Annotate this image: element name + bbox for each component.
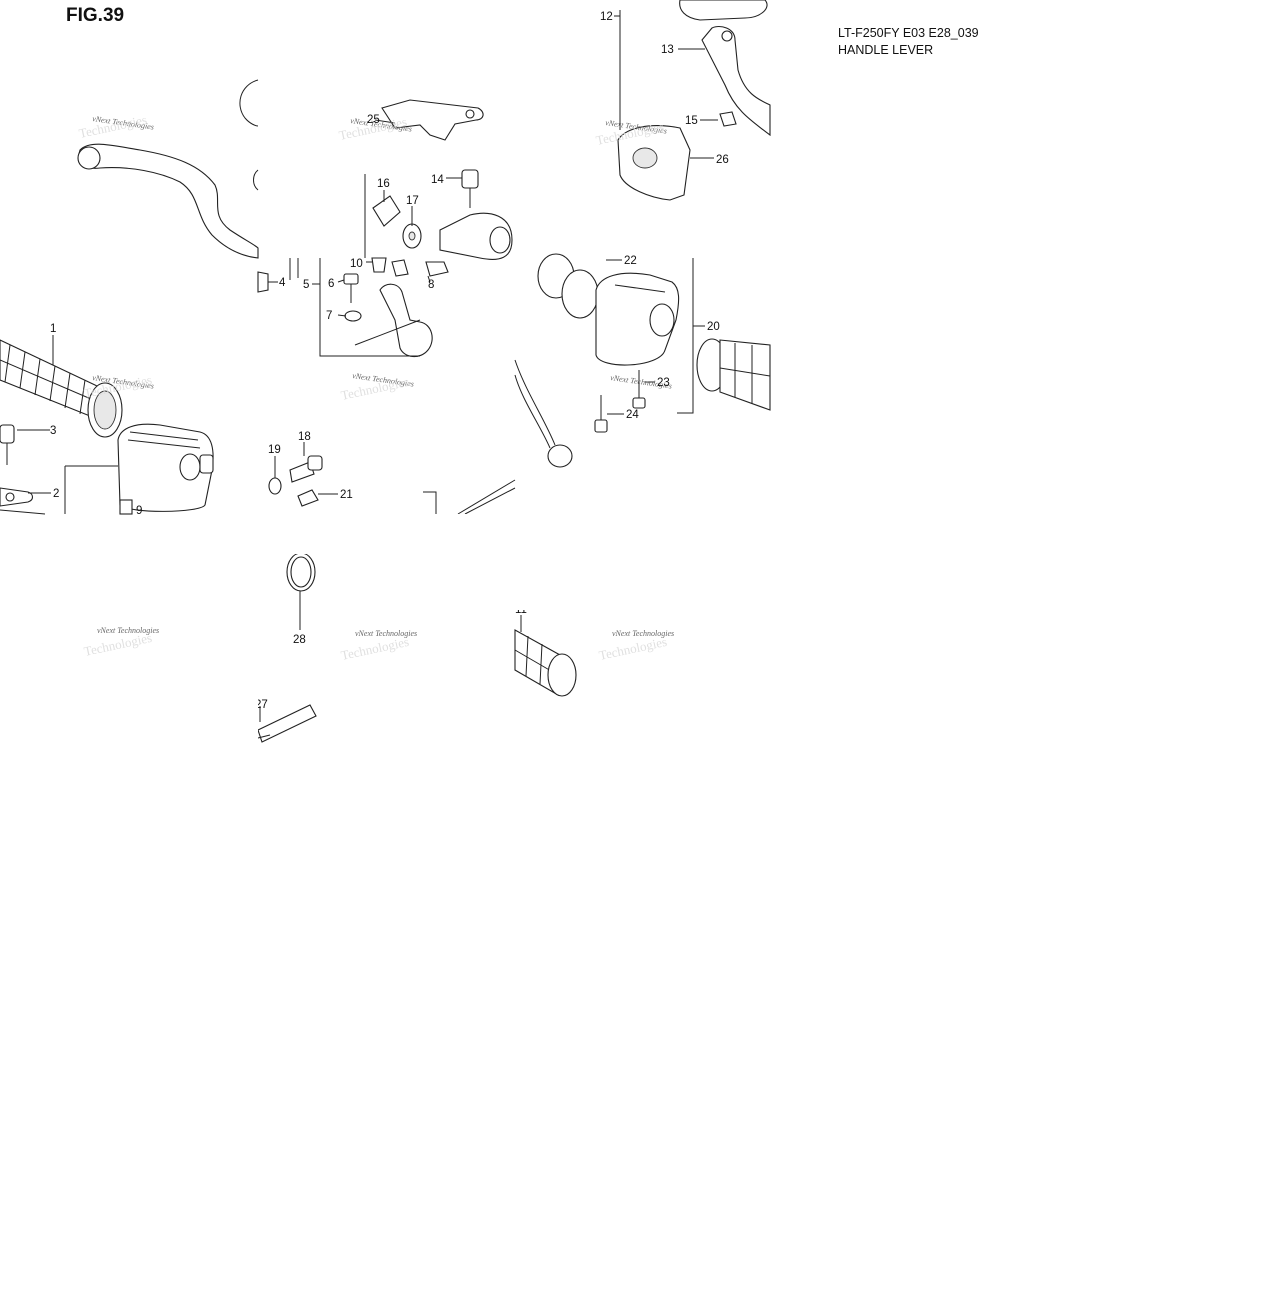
callout-28: 28 <box>293 634 306 646</box>
callout-6: 6 <box>328 278 334 290</box>
bracket-2 <box>0 487 46 515</box>
callout-18: 18 <box>298 431 311 443</box>
brake-lever <box>77 143 259 259</box>
boot-26 <box>617 125 691 201</box>
watermark-text: vNext Technologies <box>612 629 674 638</box>
callout-3: 3 <box>50 425 56 437</box>
bracket-line-20 <box>677 258 694 414</box>
callout-21: 21 <box>340 489 353 501</box>
washer-17 <box>402 223 422 249</box>
callout-15: 15 <box>685 115 698 127</box>
right-grip <box>696 338 771 411</box>
clip-21 <box>297 489 319 507</box>
callout-10: 10 <box>350 258 363 270</box>
lever-13 <box>701 25 771 137</box>
ring-22 <box>537 253 599 319</box>
left-grip <box>0 339 123 438</box>
callout-1: 1 <box>50 323 56 335</box>
nut-15 <box>719 111 737 127</box>
callout-12: 12 <box>600 11 613 23</box>
throttle-lever <box>354 283 433 358</box>
model-code: LT-F250FY E03 E28_039 <box>838 26 979 40</box>
callout-16: 16 <box>377 178 390 190</box>
callout-14: 14 <box>431 174 444 186</box>
nut-8 <box>391 259 449 277</box>
callout-20: 20 <box>707 321 720 333</box>
screw-23 <box>632 370 646 409</box>
lever-arm-25 <box>381 99 484 141</box>
watermark-text: vNext Technologies <box>97 626 159 635</box>
watermark-text: vNext Technologies <box>355 629 417 638</box>
left-switch-housing <box>117 423 214 512</box>
screw-10 <box>371 257 387 273</box>
cable-tie-27 <box>257 704 317 743</box>
figure-title: FIG.39 <box>66 5 124 26</box>
watermark-text: Technologies <box>340 634 411 663</box>
screw-3 <box>0 424 15 465</box>
bolt-6 <box>343 273 359 303</box>
bracket-lines <box>319 174 420 357</box>
callout-9: 9 <box>136 505 142 517</box>
callout-4: 4 <box>279 277 286 289</box>
right-switch-housing <box>595 272 680 366</box>
nut-4 <box>257 258 299 293</box>
callout-26: 26 <box>716 154 729 166</box>
callout-5: 5 <box>303 279 309 291</box>
o-ring-28 <box>286 552 316 592</box>
callout-19: 19 <box>268 444 281 456</box>
callout-13: 13 <box>661 44 674 56</box>
callout-27: 27 <box>255 699 268 711</box>
callout-23: 23 <box>657 377 670 389</box>
section-name: HANDLE LEVER <box>838 43 933 57</box>
callout-8: 8 <box>428 279 434 291</box>
leader-lines <box>17 15 718 722</box>
lever-bracket-12 <box>679 0 768 21</box>
bolt-18 <box>289 455 323 483</box>
throttle-housing <box>439 212 513 260</box>
watermark-text: Technologies <box>598 634 669 663</box>
callout-17: 17 <box>406 195 419 207</box>
callout-7: 7 <box>326 310 332 322</box>
adjuster-16 <box>372 195 401 227</box>
cable-end <box>514 359 573 468</box>
grip-11 <box>514 629 577 697</box>
bolt-9 <box>119 499 133 515</box>
spring-washer-19 <box>268 477 282 495</box>
pivot-bolt-14 <box>461 169 479 208</box>
callout-24: 24 <box>626 409 639 421</box>
cable-20 <box>423 479 516 515</box>
lever-pivot-arc <box>239 79 259 191</box>
callout-25: 25 <box>367 114 380 126</box>
callout-2: 2 <box>53 488 59 500</box>
washer-7 <box>344 310 362 322</box>
screw-24 <box>594 395 608 433</box>
callout-22: 22 <box>624 255 637 267</box>
